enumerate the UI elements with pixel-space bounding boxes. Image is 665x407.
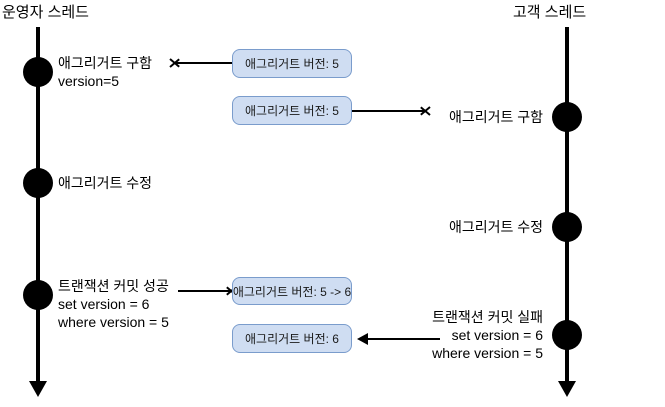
message-connector-3 — [178, 290, 232, 292]
event-label-customer-2-line-1: 애그리거트 수정 — [448, 219, 543, 235]
event-label-operator-3-line-2: set version = 6 — [58, 296, 150, 312]
message-box-3: 애그리거트 버전: 5 -> 6 — [232, 277, 352, 305]
event-dot-customer-1 — [552, 102, 582, 132]
event-dot-operator-3 — [23, 280, 53, 310]
event-dot-operator-2 — [23, 168, 53, 198]
event-dot-operator-1 — [23, 57, 53, 87]
lifeline-customer — [565, 27, 569, 385]
event-label-operator-2-line-1: 애그리거트 수정 — [58, 175, 153, 191]
thread-title-customer: 고객 스레드 — [513, 4, 587, 21]
event-label-customer-1: 애그리거트 구함 — [449, 108, 543, 126]
event-label-customer-3-line-1: 트랜잭션 커밋 실패 — [432, 309, 543, 325]
event-label-customer-3-line-2: set version = 6 — [451, 327, 543, 343]
message-connector-1 — [176, 62, 232, 64]
event-dot-customer-2 — [552, 212, 582, 242]
thread-title-operator: 운영자 스레드 — [2, 4, 89, 21]
event-label-operator-1: 애그리거트 구함 version=5 — [58, 54, 152, 90]
lifeline-customer-end-arrow — [558, 381, 576, 397]
event-label-operator-3: 트랜잭션 커밋 성공 set version = 6 where version… — [58, 277, 169, 331]
message-connector-4 — [368, 338, 440, 340]
lifeline-operator-end-arrow — [29, 381, 47, 397]
event-label-customer-1-line-1: 애그리거트 구함 — [448, 109, 543, 125]
message-arrowhead-2-icon — [418, 105, 431, 117]
message-connector-2 — [352, 110, 424, 112]
event-label-operator-1-line-2: version=5 — [58, 73, 120, 89]
event-label-customer-3-line-3: where version = 5 — [432, 345, 543, 361]
event-label-customer-3: 트랜잭션 커밋 실패 set version = 6 where version… — [432, 308, 543, 362]
event-label-operator-3-line-3: where version = 5 — [58, 314, 169, 330]
event-dot-customer-3 — [552, 320, 582, 350]
message-arrowhead-4-icon — [357, 333, 368, 345]
lifeline-operator — [36, 27, 40, 385]
event-label-operator-2: 애그리거트 수정 — [58, 174, 152, 192]
event-label-customer-2: 애그리거트 수정 — [449, 218, 543, 236]
message-arrowhead-1-icon — [169, 57, 182, 69]
message-box-2: 애그리거트 버전: 5 — [232, 96, 352, 125]
event-label-operator-3-line-1: 트랜잭션 커밋 성공 — [58, 278, 169, 294]
message-box-4: 애그리거트 버전: 6 — [232, 324, 352, 353]
message-box-1: 애그리거트 버전: 5 — [232, 49, 352, 78]
event-label-operator-1-line-1: 애그리거트 구함 — [58, 55, 153, 71]
